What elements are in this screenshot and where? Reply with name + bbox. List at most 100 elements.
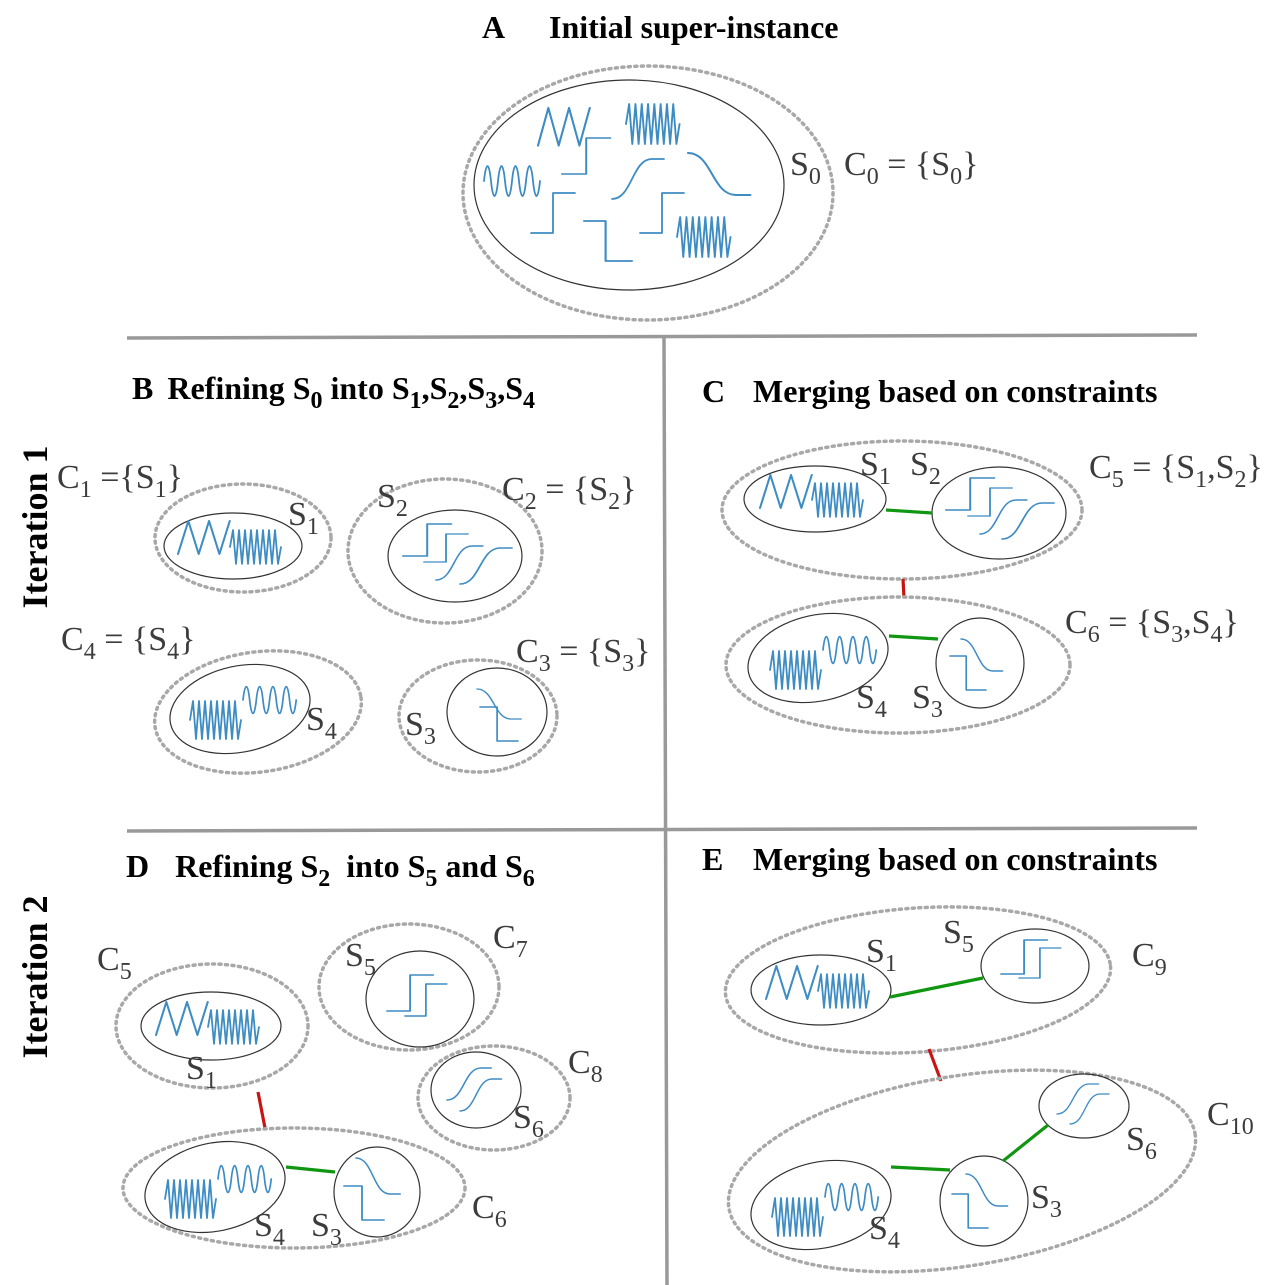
high-freq-signal-icon [625, 103, 681, 145]
step-down-signal-icon [582, 219, 634, 263]
cluster-c0 [461, 64, 835, 322]
instance-s4 [169, 663, 311, 755]
high-freq-signal-icon [771, 1197, 824, 1237]
sigmoid-down-signal-icon [960, 638, 1004, 672]
c5-label: C5 = {S1,S2} [1089, 449, 1263, 493]
cluster-c9 [723, 905, 1113, 1055]
cluster-c5 [114, 962, 310, 1090]
high-freq-signal-icon [207, 1009, 260, 1045]
cannot-link-c5-c6 [256, 1091, 267, 1129]
instance-s2 [387, 509, 523, 603]
c1-label: C1 ={S1} [57, 459, 183, 503]
zigzag-signal-icon [758, 473, 813, 510]
cluster-c3 [397, 658, 559, 774]
super-instance-s0 [473, 79, 785, 291]
vertical-divider [662, 336, 669, 1285]
sigmoid-down-signal-icon [965, 1173, 1009, 1207]
instance-s3 [446, 667, 548, 757]
c5-label: C5 [97, 941, 132, 985]
s4-label: S4 [856, 679, 887, 723]
s1-label: S1 [288, 496, 319, 540]
step-up-signal-icon [402, 523, 453, 557]
sigmoid-up-signal-icon [446, 1067, 492, 1101]
sigmoid-up-signal-icon [435, 545, 484, 581]
instance-s1 [140, 991, 282, 1061]
must-link-s1-s2 [885, 508, 933, 515]
panel-d-letter: D [126, 848, 149, 884]
panel-e-letter: E [702, 841, 723, 877]
sigmoid-up-signal-icon [459, 547, 513, 585]
must-link-s4-s3 [285, 1165, 336, 1174]
s5-label: S5 [943, 914, 974, 958]
s1-label: S1 [860, 446, 891, 490]
s4-label: S4 [869, 1210, 900, 1254]
instance-s1 [750, 954, 892, 1026]
s3-label: S3 [912, 679, 943, 723]
instance-s2 [931, 466, 1067, 560]
sigmoid-up-signal-icon [1001, 502, 1055, 540]
cluster-c7 [317, 922, 501, 1052]
instance-s5 [365, 950, 475, 1048]
instance-s1 [163, 512, 303, 580]
c9-label: C9 [1132, 937, 1167, 981]
instance-s3 [333, 1146, 421, 1238]
step-up-signal-icon [1018, 947, 1062, 979]
instance-s6 [430, 1051, 522, 1129]
high-freq-signal-icon [229, 529, 282, 565]
sigmoid-up-signal-icon [611, 158, 665, 200]
cluster-c8 [416, 1044, 572, 1152]
panel-c-heading: Merging based on constraints [753, 373, 1157, 409]
instance-s3 [939, 1155, 1029, 1247]
step-up-signal-icon [561, 137, 612, 175]
cannot-link-c5-c6 [901, 578, 906, 599]
zigzag-signal-icon [154, 1000, 209, 1037]
cluster-c4 [152, 649, 364, 775]
s5-label: S5 [345, 937, 376, 981]
s0-label: S0 [790, 146, 821, 190]
step-down-signal-icon [951, 1193, 989, 1229]
high-freq-signal-icon [164, 1179, 217, 1219]
panel-e-title: E Merging based on constraints [702, 841, 1157, 877]
s1-label: S1 [186, 1050, 217, 1094]
panel-b-heading-pre: Refining S [167, 370, 310, 406]
cluster-c6 [121, 1126, 467, 1250]
panel-b: S1 C1 ={S1} S2 C2 = {S2} S4 C4 = {S4} S3… [57, 459, 650, 775]
sine-signal-icon [242, 685, 298, 715]
instance-s4 [747, 612, 889, 704]
panel-c: S1 S2 C5 = {S1,S2} S4 S3 C6 = {S3,S4} [720, 439, 1263, 735]
instance-s5 [980, 928, 1090, 1004]
sine-signal-icon [483, 165, 541, 197]
s3-label: S3 [405, 706, 436, 750]
sine-signal-icon [217, 1164, 273, 1194]
sigmoid-down-signal-icon [686, 151, 752, 197]
s3-label: S3 [311, 1207, 342, 1251]
panel-c-title: C Merging based on constraints [702, 373, 1157, 409]
c3-label: C3 = {S3} [516, 633, 650, 677]
zigzag-signal-icon [536, 106, 591, 147]
high-freq-signal-icon [817, 973, 870, 1009]
cluster-c10 [726, 1068, 1198, 1274]
c8-label: C8 [568, 1044, 603, 1088]
sigmoid-down-signal-icon [476, 688, 522, 720]
s2-label: S2 [910, 446, 941, 490]
sine-signal-icon [824, 1182, 880, 1212]
high-freq-signal-icon [769, 650, 822, 690]
sigmoid-up-signal-icon [459, 1078, 503, 1112]
panel-a-letter: A [482, 9, 505, 45]
panel-d-heading-pre: Refining S [175, 848, 318, 884]
sine-signal-icon [822, 635, 878, 665]
step-down-signal-icon [343, 1185, 385, 1221]
cluster-c2 [346, 477, 544, 625]
c7-label: C7 [493, 919, 528, 963]
instance-s1 [743, 465, 887, 533]
horizontal-divider-top [126, 333, 1198, 340]
cluster-c6 [724, 595, 1072, 735]
s4-label: S4 [254, 1207, 285, 1251]
c2-label: C2 = {S2} [502, 471, 636, 515]
cannot-link-c9-c10 [927, 1048, 943, 1082]
s6-label: S6 [1126, 1121, 1157, 1165]
instance-s4 [144, 1140, 286, 1234]
panel-e: S1 S5 C9 S4 S3 S6 C10 [723, 905, 1254, 1274]
step-up-signal-icon [530, 192, 576, 234]
